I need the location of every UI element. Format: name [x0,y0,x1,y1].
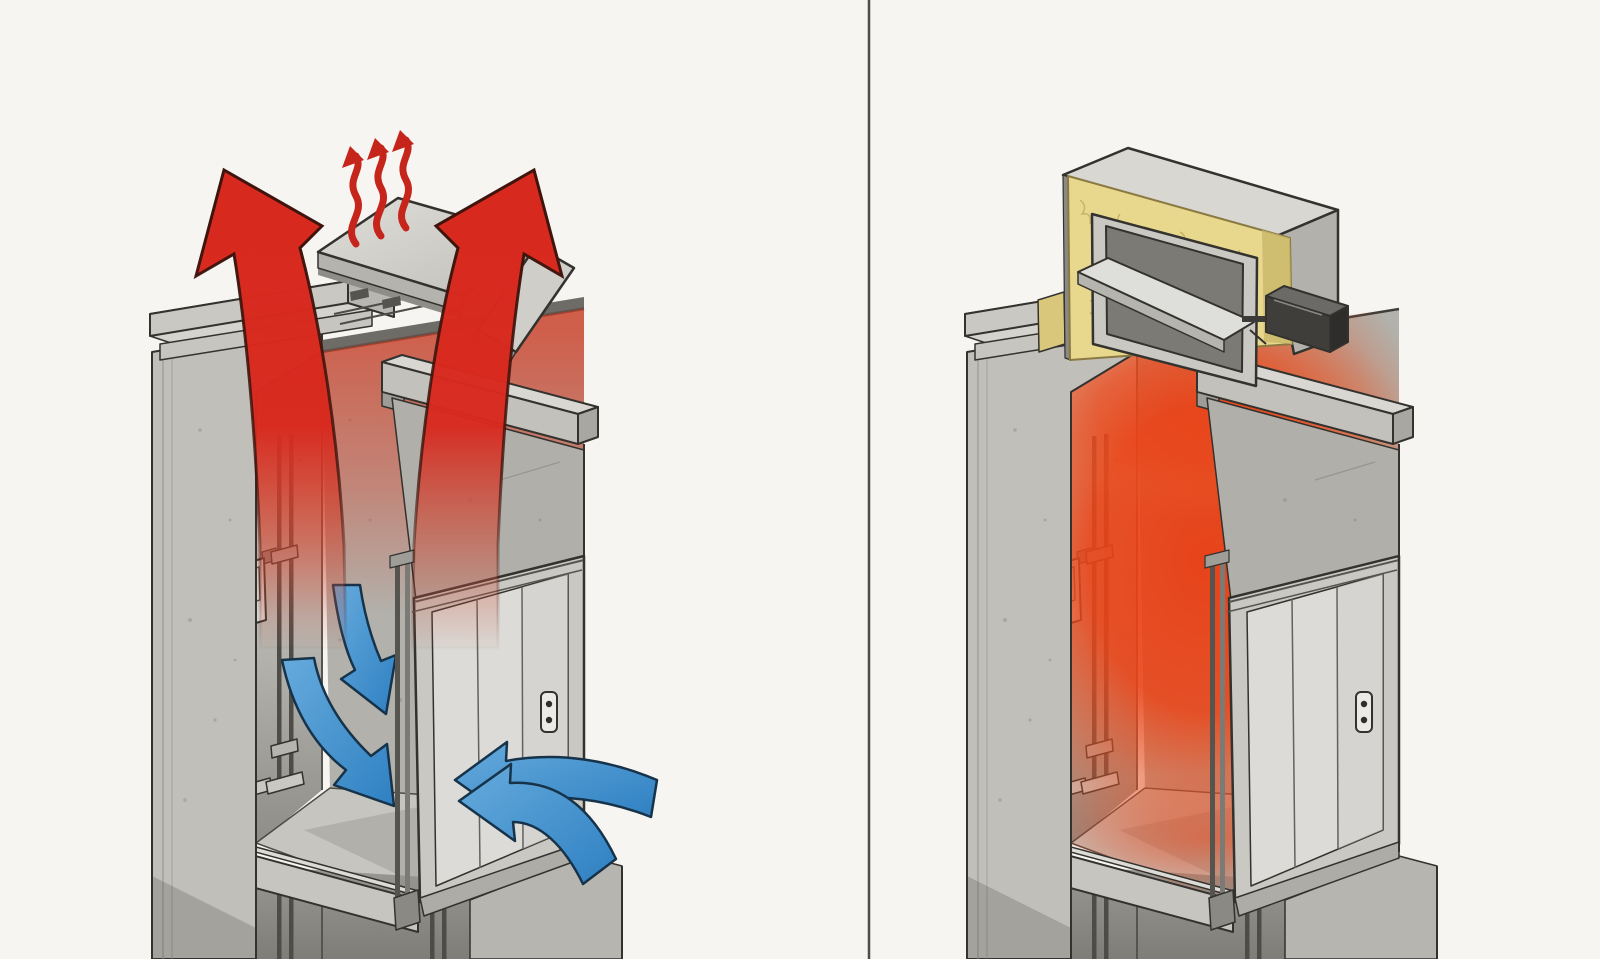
heat-wave [373,144,387,240]
heat-wave-tip [342,146,364,168]
lid-hinge [382,296,401,309]
damper-blade [1077,257,1255,353]
heat-escape-arrow-right [410,167,565,650]
lid-edge-2 [318,268,462,319]
heat-wave [348,152,362,248]
cold-air-arrows-inside [280,583,398,808]
heat-escape-arrows [193,167,565,650]
cold-air-arrow-in [457,762,618,886]
heat-escape-arrow-left [193,167,348,650]
damper-actuator [1242,285,1349,353]
smoke-damper-unit [1037,146,1349,388]
cold-air-arrow-down [280,656,396,808]
heat-wave-tip [392,130,414,152]
left-panel-open-vent-shaft [148,130,659,959]
cold-air-arrows-outside [453,740,659,886]
heat-wave [398,136,412,232]
heat-wave-tip [367,138,389,160]
right-panel-damper-shaft [963,146,1439,959]
lid-hinge [350,288,369,301]
heat-wave-arrows [342,130,414,248]
insulation-wrap [1037,291,1066,353]
